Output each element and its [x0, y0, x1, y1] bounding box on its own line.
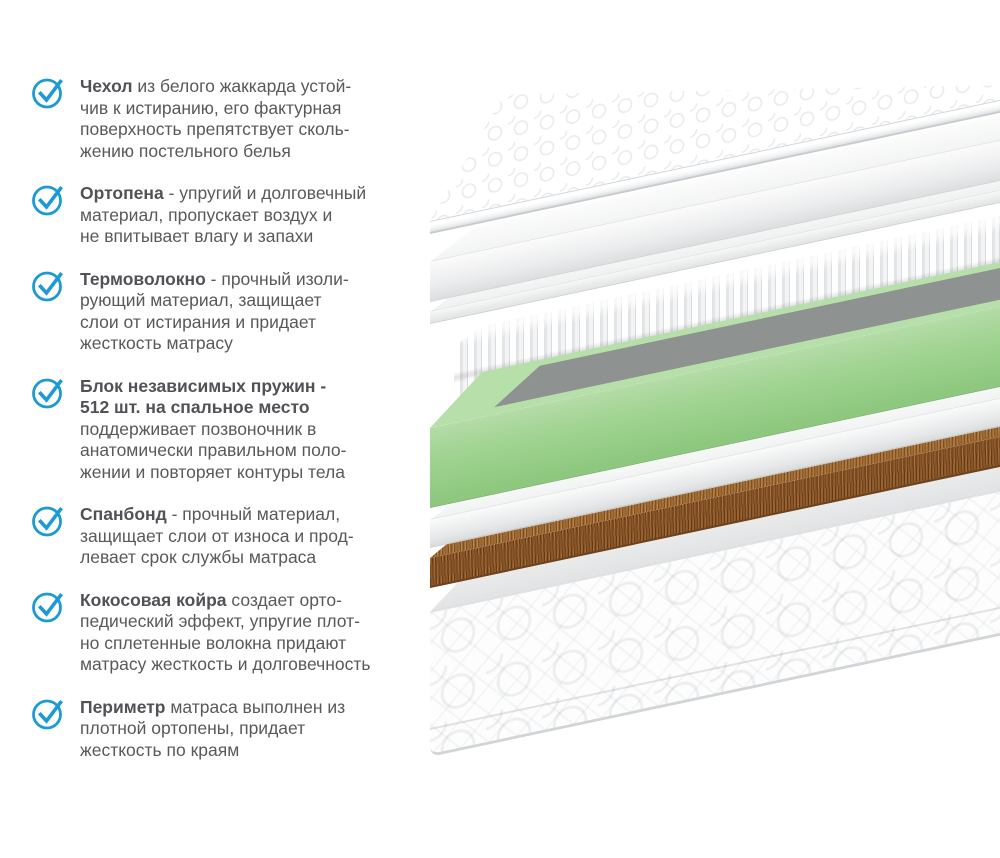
feature-body: матраса выполнен из плотной ортопены, пр… — [80, 696, 346, 760]
feature-item-perimeter: Периметр матраса выполнен из плотной орт… — [30, 697, 432, 762]
feature-text: Спанбонд - прочный материал, защищает сл… — [80, 504, 354, 569]
base-seam-line — [430, 606, 1000, 730]
feature-title: Спанбонд — [80, 504, 167, 524]
check-circle-icon — [30, 267, 67, 304]
check-circle-icon — [30, 502, 67, 539]
feature-item-orthopena: Ортопена - упругий и долговечный материа… — [30, 183, 432, 248]
feature-list: Чехол из белого жаккарда устой- чив к ис… — [30, 76, 432, 782]
check-circle-icon — [30, 588, 67, 625]
feature-item-spanbond: Спанбонд - прочный материал, защищает сл… — [30, 504, 432, 569]
feature-item-coir: Кокосовая койра создает орто- педический… — [30, 590, 432, 676]
feature-title: Чехол — [80, 76, 133, 96]
feature-text: Кокосовая койра создает орто- педический… — [80, 590, 371, 676]
feature-item-thermofelt: Термоволокно - прочный изоли- рующий мат… — [30, 269, 432, 355]
check-circle-icon — [30, 74, 67, 111]
mattress-illustration — [430, 80, 1000, 800]
feature-title: Ортопена — [80, 183, 164, 203]
feature-text: Периметр матраса выполнен из плотной орт… — [80, 697, 345, 762]
feature-body: поддерживает позвоночник в анатомически … — [80, 418, 347, 482]
feature-body: - упругий и долговечный материал, пропус… — [80, 183, 367, 246]
feature-item-cover: Чехол из белого жаккарда устой- чив к ис… — [30, 76, 432, 162]
check-circle-icon — [30, 695, 67, 732]
check-circle-icon — [30, 181, 67, 218]
check-circle-icon — [30, 374, 67, 411]
feature-text: Ортопена - упругий и долговечный материа… — [80, 183, 366, 248]
feature-text: Термоволокно - прочный изоли- рующий мат… — [80, 269, 349, 355]
feature-title: Периметр — [80, 696, 166, 717]
feature-title: Кокосовая койра — [80, 589, 227, 610]
feature-title: Блок независимых пружин - 512 шт. на спа… — [80, 375, 327, 418]
feature-body: - прочный изоли- рующий материал, защища… — [80, 268, 349, 354]
feature-text: Чехол из белого жаккарда устой- чив к ис… — [80, 76, 351, 162]
feature-body: создает орто- педический эффект, упругие… — [80, 589, 371, 675]
feature-body: из белого жаккарда устой- чив к истирани… — [80, 76, 352, 161]
feature-title: Термоволокно — [80, 268, 206, 289]
feature-body: - прочный материал, защищает слои от изн… — [80, 504, 354, 567]
feature-item-springs: Блок независимых пружин - 512 шт. на спа… — [30, 376, 432, 484]
feature-text: Блок независимых пружин - 512 шт. на спа… — [80, 376, 346, 484]
